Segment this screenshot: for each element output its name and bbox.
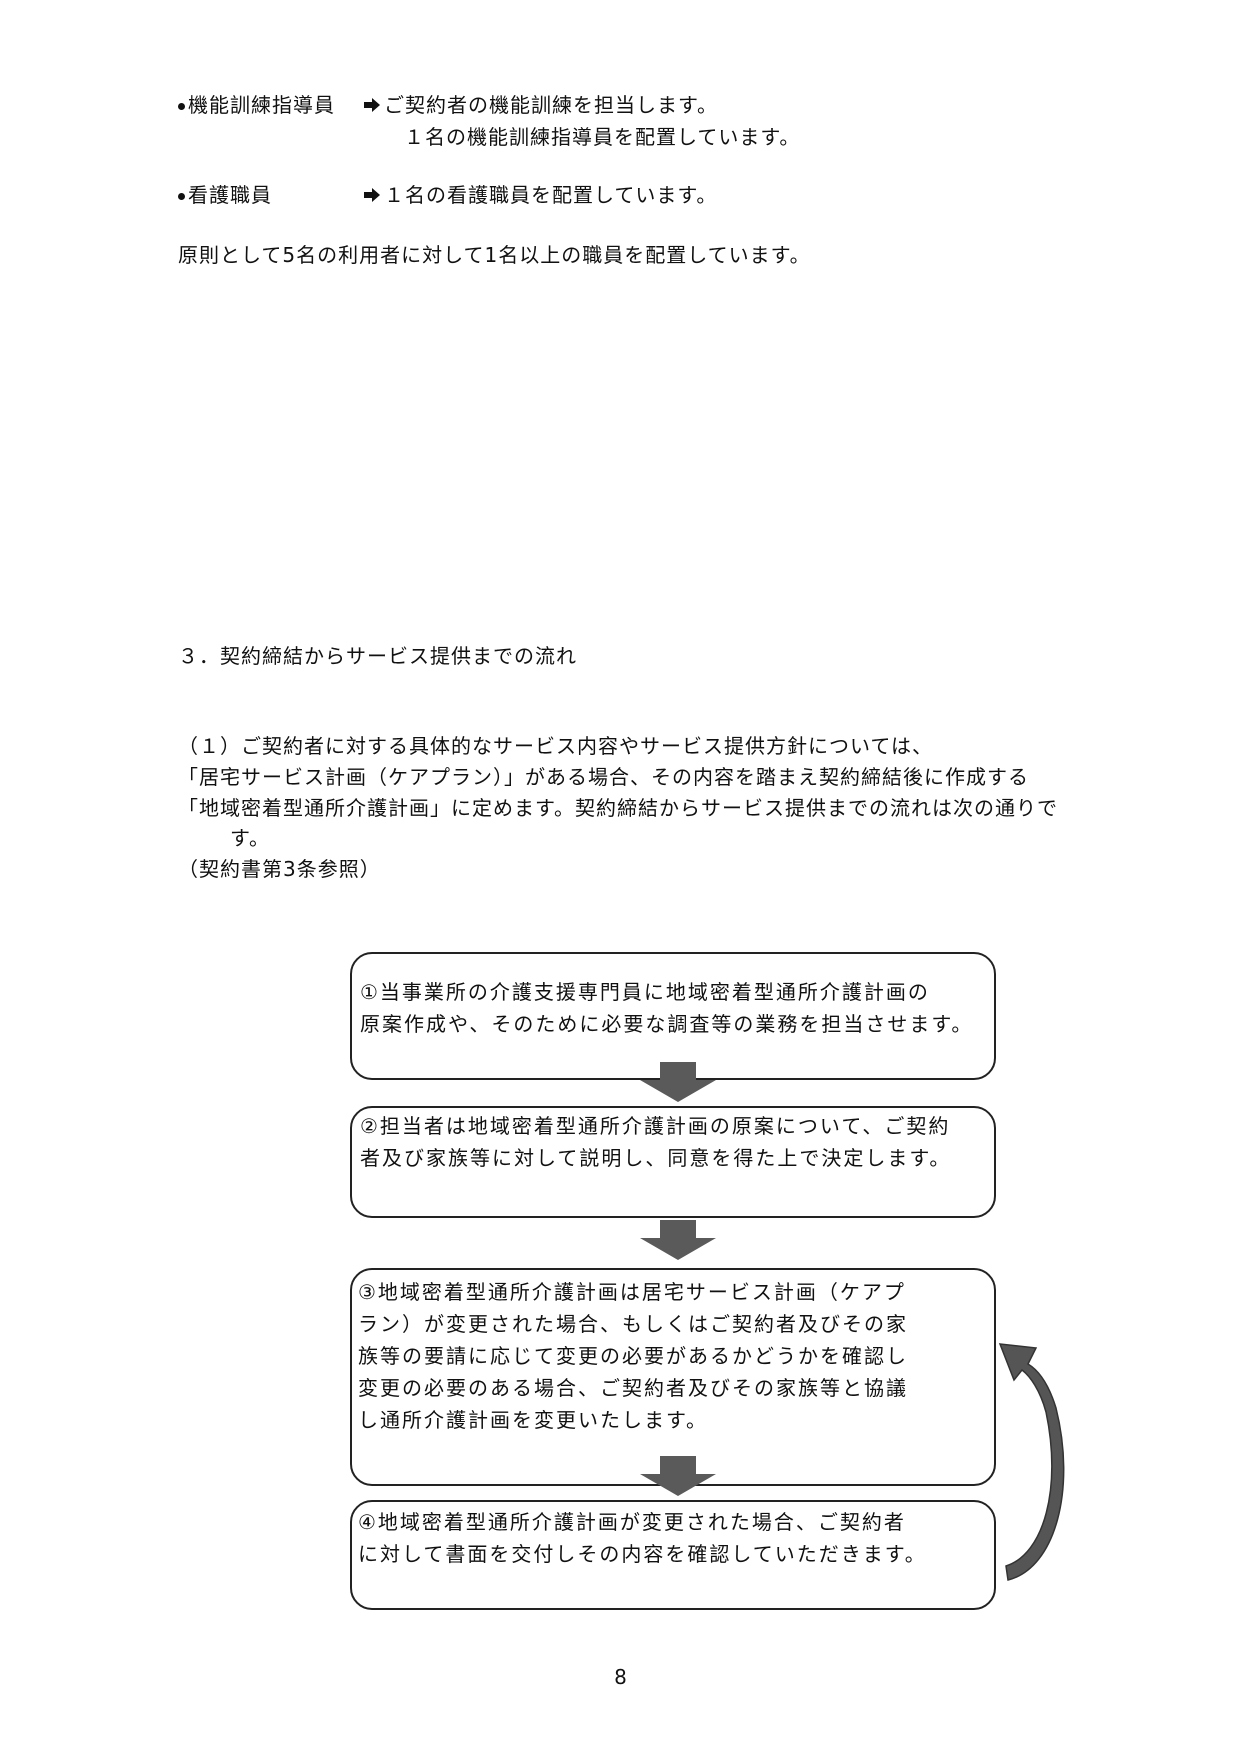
staff-item-1-title-text: 機能訓練指導員 [188,93,335,117]
para-line-4: す。 [230,826,270,850]
flow-step-2-line-1: ②担当者は地域密着型通所介護計画の原案について、ご契約 [360,1114,951,1138]
right-arrow-icon [364,90,380,120]
down-arrow-icon [640,1456,716,1496]
down-arrow-icon [640,1062,716,1102]
flow-step-3-line-2: ラン）が変更された場合、もしくはご契約者及びその家 [358,1312,908,1336]
flow-step-4-line-1: ④地域密着型通所介護計画が変更された場合、ご契約者 [358,1510,906,1534]
page-number: 8 [614,1665,627,1689]
para-line-1: （１）ご契約者に対する具体的なサービス内容やサービス提供方針については、 [178,734,933,758]
staff-item-2-line1: １名の看護職員を配置しています。 [384,183,718,207]
down-arrow-icon [640,1220,716,1260]
right-arrow-icon [364,180,380,210]
para-line-5: （契約書第3条参照） [178,857,381,881]
section-heading: ３．契約締結からサービス提供までの流れ [178,644,577,668]
staff-item-1-title: 機能訓練指導員 [178,90,335,120]
curved-return-arrow-icon [998,1343,1065,1581]
flow-step-2-box [350,1106,996,1218]
flow-step-1-line-1: ①当事業所の介護支援専門員に地域密着型通所介護計画の [360,980,930,1004]
staffing-ratio: 原則として5名の利用者に対して1名以上の職員を配置しています。 [178,243,811,267]
flow-step-2-line-2: 者及び家族等に対して説明し、同意を得た上で決定します。 [360,1146,952,1170]
bullet-icon [178,103,185,110]
staff-item-2-title-text: 看護職員 [188,183,272,207]
staff-item-2-title: 看護職員 [178,180,272,210]
staff-item-1-line2: １名の機能訓練指導員を配置しています。 [404,125,801,149]
flow-step-3-line-4: 変更の必要のある場合、ご契約者及びその家族等と協議 [358,1376,908,1400]
flow-step-1-box [350,952,996,1080]
flow-step-3-line-1: ③地域密着型通所介護計画は居宅サービス計画（ケアプ [358,1280,906,1304]
staff-item-1-line1: ご契約者の機能訓練を担当します。 [384,93,718,117]
flow-step-1-line-2: 原案作成や、そのために必要な調査等の業務を担当させます。 [360,1012,974,1036]
flow-step-4-box [350,1500,996,1610]
flow-step-4-line-2: に対して書面を交付しその内容を確認していただきます。 [358,1542,927,1566]
bullet-icon [178,193,185,200]
staff-item-1-desc: ご契約者の機能訓練を担当します。 [364,90,718,120]
flow-step-3-line-5: し通所介護計画を変更いたします。 [358,1408,708,1432]
flow-step-3-line-3: 族等の要請に応じて変更の必要があるかどうかを確認し [358,1344,908,1368]
para-line-3: 「地域密着型通所介護計画」に定めます。契約締結からサービス提供までの流れは次の通… [178,796,1058,820]
para-line-2: 「居宅サービス計画（ケアプラン）」がある場合、その内容を踏まえ契約締結後に作成す… [178,765,1029,789]
staff-item-2-desc: １名の看護職員を配置しています。 [364,180,717,210]
